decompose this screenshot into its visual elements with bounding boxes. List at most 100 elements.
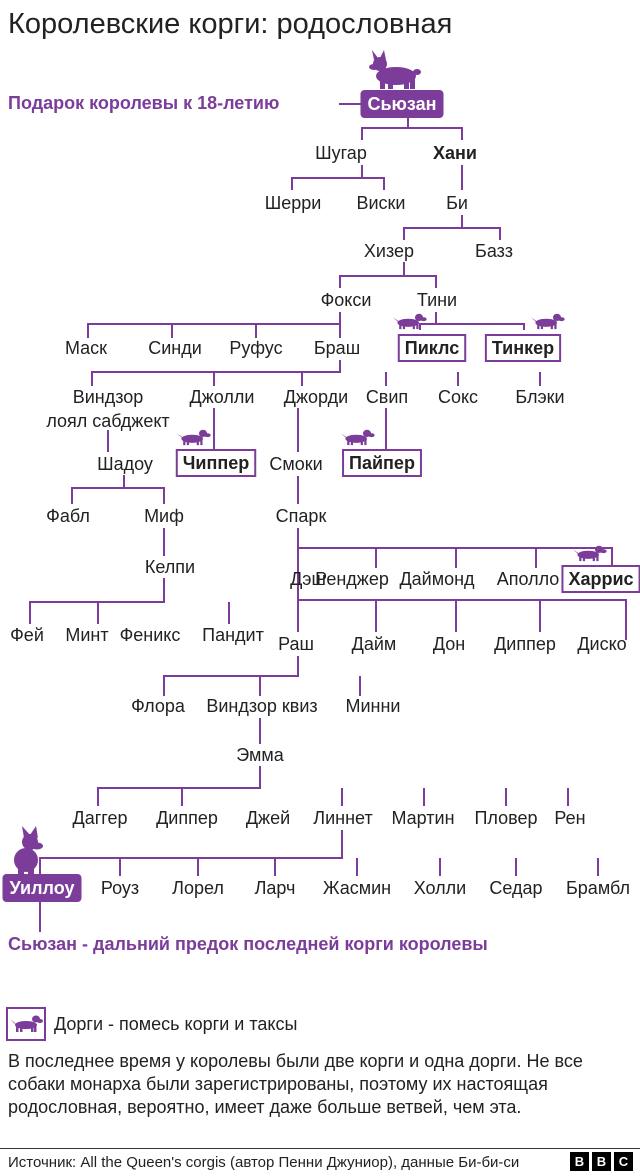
dog-name-sweep: Свип — [366, 387, 408, 407]
dog-name-sugar: Шугар — [315, 143, 367, 163]
footer-divider — [0, 1148, 640, 1149]
page-title: Королевские корги: родословная — [8, 8, 453, 40]
dog-name-jay: Джей — [246, 808, 290, 828]
dog-name-willow: Уиллоу — [10, 878, 75, 898]
dog-name-brush: Браш — [314, 338, 360, 358]
dog-name-phoenix: Феникс — [120, 625, 181, 645]
connector-line — [291, 165, 363, 190]
dog-name-shadow: Шадоу — [97, 454, 153, 474]
connector-line — [403, 215, 463, 240]
dog-name-apollo: Аполло — [497, 569, 560, 589]
dachshund-icon — [392, 313, 427, 330]
connector-line — [297, 528, 627, 640]
dog-name-don: Дон — [433, 634, 465, 654]
corgi-icon — [14, 826, 43, 874]
corgi-icon — [369, 50, 421, 89]
source-text: Источник: All the Queen's corgis (автор … — [8, 1154, 520, 1171]
dog-name-jolly: Джолли — [190, 387, 255, 407]
dog-name-martin: Мартин — [391, 808, 454, 828]
dog-name-flora: Флора — [131, 696, 186, 716]
dog-name-bramble: Брамбл — [566, 878, 630, 898]
dachshund-icon — [530, 313, 565, 330]
dog-name-cindy: Синди — [148, 338, 202, 358]
connector-line — [419, 312, 437, 330]
name-box — [360, 90, 444, 118]
dog-name-cedar: Седар — [489, 878, 542, 898]
dog-name-disco: Диско — [577, 634, 626, 654]
dog-name-ranger: Ренджер — [315, 569, 389, 589]
dog-name-wren: Рен — [554, 808, 585, 828]
connector-line — [361, 116, 409, 140]
legend-box — [6, 1007, 46, 1041]
connector-line — [298, 547, 613, 568]
connector-line — [436, 323, 525, 330]
dog-name-piper: Пайпер — [349, 453, 415, 473]
dog-name-rufus: Руфус — [229, 338, 282, 358]
dachshund-icon — [10, 1015, 43, 1032]
dog-name-dipper2: Диппер — [156, 808, 218, 828]
connector-line — [97, 766, 261, 806]
connector-line — [87, 312, 341, 338]
name-box — [175, 449, 257, 477]
dog-name-harris: Харрис — [568, 569, 633, 589]
connector-line — [91, 360, 341, 386]
dachshund-icon — [340, 429, 375, 446]
dog-name-mint: Минт — [65, 625, 108, 645]
dog-name-dipper1: Диппер — [494, 634, 556, 654]
dog-name-blackie: Блэки — [515, 387, 564, 407]
legend-text: Дорги - помесь корги и таксы — [54, 1014, 298, 1034]
dog-name-fable: Фабл — [46, 506, 90, 526]
gift-note: Подарок королевы к 18-летию — [8, 93, 280, 113]
connector-line — [408, 127, 463, 140]
dog-name-diamond: Даймонд — [399, 569, 475, 589]
dog-name-laurel: Лорел — [172, 878, 224, 898]
bbc-logo: B B C — [570, 1152, 633, 1171]
dog-name-smokey: Смоки — [269, 454, 322, 474]
name-box — [342, 449, 422, 477]
dog-name-jasmine: Жасмин — [323, 878, 391, 898]
dog-name-mask: Маск — [65, 338, 107, 358]
dog-name-foxy: Фокси — [321, 290, 372, 310]
name-box — [2, 874, 82, 902]
dog-name-loyal: лоял сабджект — [46, 411, 169, 431]
connector-line — [39, 830, 343, 876]
name-box — [397, 334, 467, 362]
dog-name-geordie: Джорди — [284, 387, 348, 407]
dog-name-honey: Хани — [433, 143, 477, 163]
connector-line — [71, 475, 125, 504]
name-box — [561, 565, 640, 593]
dog-name-susan: Сьюзан — [367, 94, 436, 114]
note-text: В последнее время у королевы были две ко… — [8, 1051, 583, 1117]
connector-line — [404, 275, 437, 288]
dog-name-myth: Миф — [144, 506, 184, 526]
connector-line — [362, 177, 385, 190]
dog-name-rose: Роуз — [101, 878, 139, 898]
name-box — [484, 334, 562, 362]
dog-name-windsor: Виндзор — [73, 387, 144, 407]
dog-name-holly: Холли — [414, 878, 466, 898]
dog-name-pundit: Пандит — [202, 625, 264, 645]
dog-name-dagger: Даггер — [73, 808, 128, 828]
dog-name-dime: Дайм — [352, 634, 397, 654]
dachshund-icon — [176, 429, 211, 446]
connector-line — [124, 487, 165, 504]
dog-name-tiny: Тини — [417, 290, 457, 310]
dog-name-minnie: Минни — [346, 696, 401, 716]
connector-line — [163, 656, 299, 696]
dog-name-pickles: Пиклс — [405, 338, 459, 358]
connector-line — [339, 262, 405, 288]
dog-name-emma: Эмма — [236, 745, 284, 765]
connector-line — [462, 227, 501, 240]
dog-name-linnet: Линнет — [313, 808, 372, 828]
dog-name-socks: Сокс — [438, 387, 478, 407]
dog-name-larch: Ларч — [255, 878, 296, 898]
dog-name-sherry: Шерри — [265, 193, 322, 213]
dog-name-dash: Дэш — [290, 569, 326, 589]
dog-name-buzz: Базз — [475, 241, 513, 261]
bottom-note: Сьюзан - дальний предок последней корги … — [8, 934, 488, 954]
dog-name-fay: Фей — [10, 625, 44, 645]
dog-name-heather: Хизер — [364, 241, 414, 261]
dog-name-chipper: Чиппер — [183, 453, 249, 473]
dog-name-windsorquiz: Виндзор квиз — [206, 696, 317, 716]
